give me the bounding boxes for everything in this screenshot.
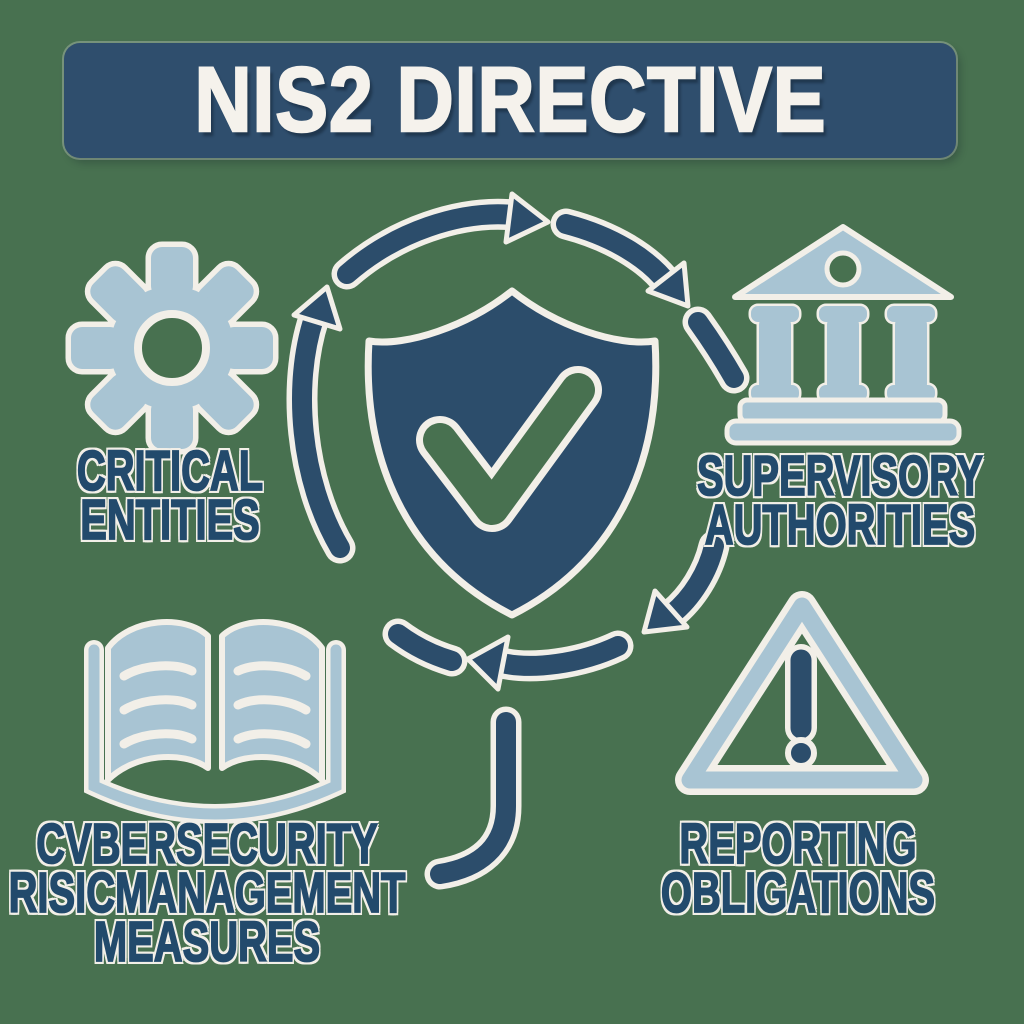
label-line: AUTHORITIES — [704, 493, 976, 557]
warning-triangle-icon — [675, 591, 929, 795]
checkmark-icon — [423, 373, 595, 525]
label-line: OBLIGATIONS — [660, 861, 936, 925]
arrow-down-left-icon — [641, 588, 690, 635]
title-banner: NIS2 DIRECTIVE — [64, 43, 956, 158]
label-line: ENTITIES — [80, 488, 261, 552]
arrow-up-icon — [291, 284, 343, 332]
arrow-right-icon — [503, 191, 551, 245]
label-line: SUPERVISORY — [696, 444, 984, 508]
arrow-left-icon — [465, 634, 511, 692]
arrow-down-right-icon — [645, 260, 691, 309]
supervisory-authorities-label: SUPERVISORY AUTHORITIES — [627, 444, 1024, 557]
gear-hole — [134, 310, 210, 386]
cybersecurity-measures-label: CVBERSECURITY RISICMANAGEMENT MEASURES — [0, 812, 421, 974]
label-line: CVBERSECURITY — [36, 812, 379, 876]
page-title: NIS2 DIRECTIVE — [193, 48, 826, 153]
label-line: REPORTING — [679, 812, 917, 876]
critical-entities-label: CRITICAL ENTITIES — [0, 439, 384, 552]
reporting-obligations-label: REPORTING OBLIGATIONS — [585, 812, 1012, 925]
label-line: RISICMANAGEMENT — [8, 861, 406, 925]
shield-check-icon — [364, 287, 660, 619]
open-book-icon — [84, 619, 346, 824]
exclamation-dot — [785, 737, 817, 769]
circular-arrows-icon — [286, 191, 750, 890]
label-line: CRITICAL — [76, 439, 264, 503]
bank-icon — [724, 224, 962, 446]
label-line: MEASURES — [93, 910, 321, 974]
gear-icon — [71, 247, 273, 449]
